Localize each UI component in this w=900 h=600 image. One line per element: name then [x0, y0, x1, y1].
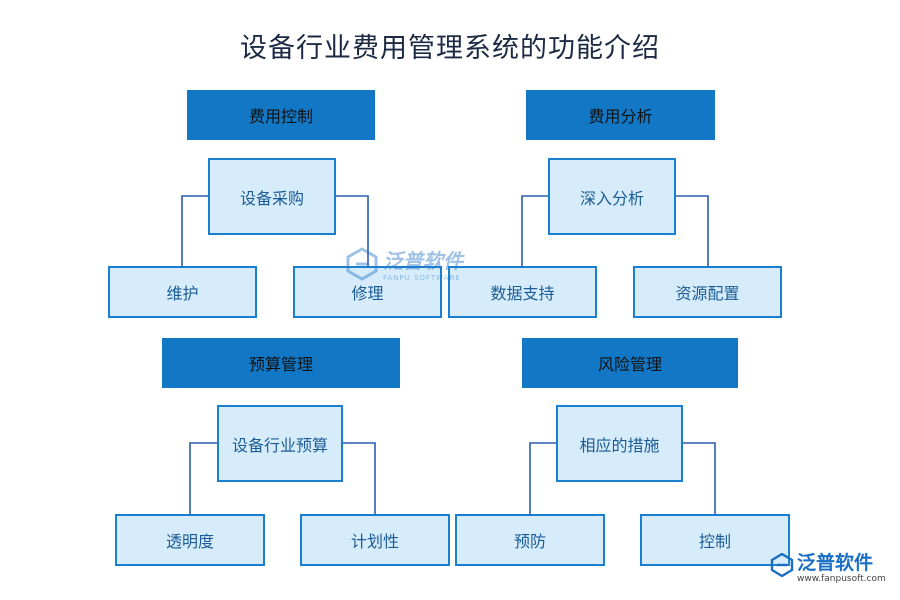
node-transparency: 透明度: [115, 514, 265, 566]
node-industry-budget: 设备行业预算: [217, 405, 343, 482]
node-prevention: 预防: [455, 514, 605, 566]
watermark-name: 泛普软件: [383, 249, 463, 273]
brand-logo: 泛普软件 www.fanpusoft.com: [770, 552, 886, 585]
section-header-risk-management: 风险管理: [522, 338, 738, 388]
section-header-cost-control: 费用控制: [187, 90, 375, 140]
watermark: 泛普软件 FANPU SOFTWARE: [345, 245, 463, 282]
connector-line: [189, 442, 218, 515]
section-header-cost-analysis: 费用分析: [526, 90, 715, 140]
node-control: 控制: [640, 514, 790, 566]
brand-url: www.fanpusoft.com: [797, 574, 886, 584]
connector-line: [181, 195, 209, 267]
connector-line: [521, 195, 549, 267]
node-data-support: 数据支持: [448, 266, 597, 318]
connector-line: [342, 442, 376, 515]
brand-name: 泛普软件: [797, 552, 874, 574]
connector-line: [529, 442, 557, 515]
node-deep-analysis: 深入分析: [548, 158, 676, 235]
node-planning: 计划性: [300, 514, 450, 566]
node-maintenance: 维护: [108, 266, 257, 318]
node-countermeasures: 相应的措施: [556, 405, 683, 482]
section-header-budget-management: 预算管理: [162, 338, 400, 388]
page-title: 设备行业费用管理系统的功能介绍: [240, 33, 660, 64]
node-repair: 修理: [293, 266, 442, 318]
fanpu-logo-icon: [770, 553, 794, 577]
node-equipment-purchase: 设备采购: [208, 158, 336, 235]
connector-line: [675, 195, 709, 267]
watermark-sub: FANPU SOFTWARE: [383, 274, 461, 282]
connector-line: [682, 442, 716, 515]
fanpu-logo-icon: [346, 246, 378, 281]
connector-line: [335, 195, 369, 267]
node-resource-allocation: 资源配置: [633, 266, 782, 318]
